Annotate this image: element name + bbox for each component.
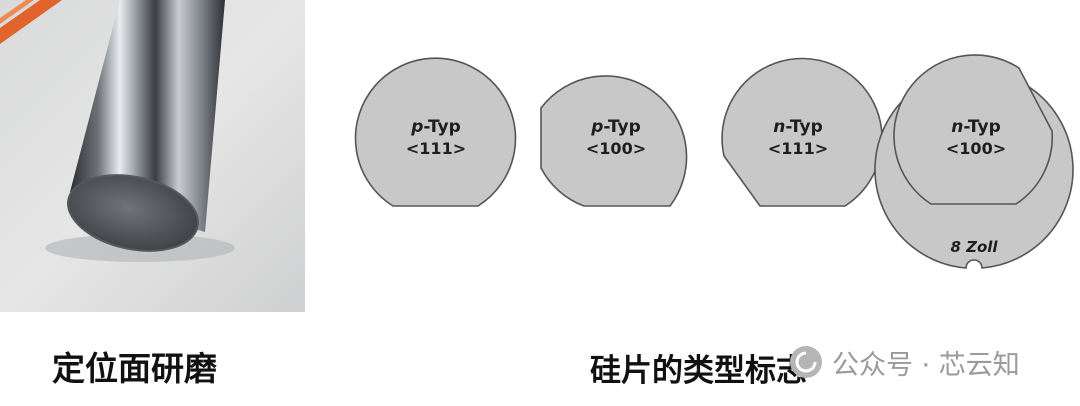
- wafer-2-type-letter: p: [590, 117, 603, 137]
- wafer-flats-diagram: p-Typ <111> p-Typ <100> n-Typ <111> 8 Zo…: [354, 54, 1074, 269]
- svg-text:n-Typ: n-Typ: [951, 117, 1001, 137]
- caption-flat-grinding: 定位面研磨: [52, 349, 217, 388]
- watermark-text: 公众号 · 芯云知: [832, 349, 1020, 381]
- wechat-official-account-icon: [790, 346, 822, 378]
- wafer-2-orientation: <100>: [586, 139, 646, 158]
- svg-text:p-Typ: p-Typ: [590, 117, 641, 137]
- wafer-3-orientation: <111>: [768, 139, 828, 158]
- wafer-p-100: p-Typ <100>: [540, 75, 688, 207]
- wafer-1-type-suffix: -Typ: [423, 117, 460, 137]
- svg-text:n-Typ: n-Typ: [773, 117, 823, 137]
- svg-text:p-Typ: p-Typ: [410, 117, 461, 137]
- wafer-p-111: p-Typ <111>: [354, 57, 517, 207]
- wafer-3-type-letter: n: [773, 117, 785, 137]
- wafer-1-orientation: <111>: [406, 139, 466, 158]
- ingot-illustration: [0, 0, 305, 312]
- wafer-4-orientation: <100>: [946, 139, 1006, 158]
- watermark: 公众号 · 芯云知: [788, 344, 1020, 381]
- wafer-4-type-suffix: -Typ: [963, 117, 1000, 137]
- wafer-1-type-letter: p: [410, 117, 423, 137]
- caption-wafer-type-marks: 硅片的类型标志: [590, 353, 807, 389]
- wafer-n-111: n-Typ <111>: [721, 57, 883, 207]
- wafer-8-inch-label: 8 Zoll: [950, 238, 998, 256]
- wafer-n-100: n-Typ <100>: [893, 54, 1054, 205]
- wafer-4-type-letter: n: [951, 117, 963, 137]
- ingot-photo: [0, 0, 305, 312]
- wafer-2-type-suffix: -Typ: [603, 117, 640, 137]
- wafer-3-type-suffix: -Typ: [785, 117, 822, 137]
